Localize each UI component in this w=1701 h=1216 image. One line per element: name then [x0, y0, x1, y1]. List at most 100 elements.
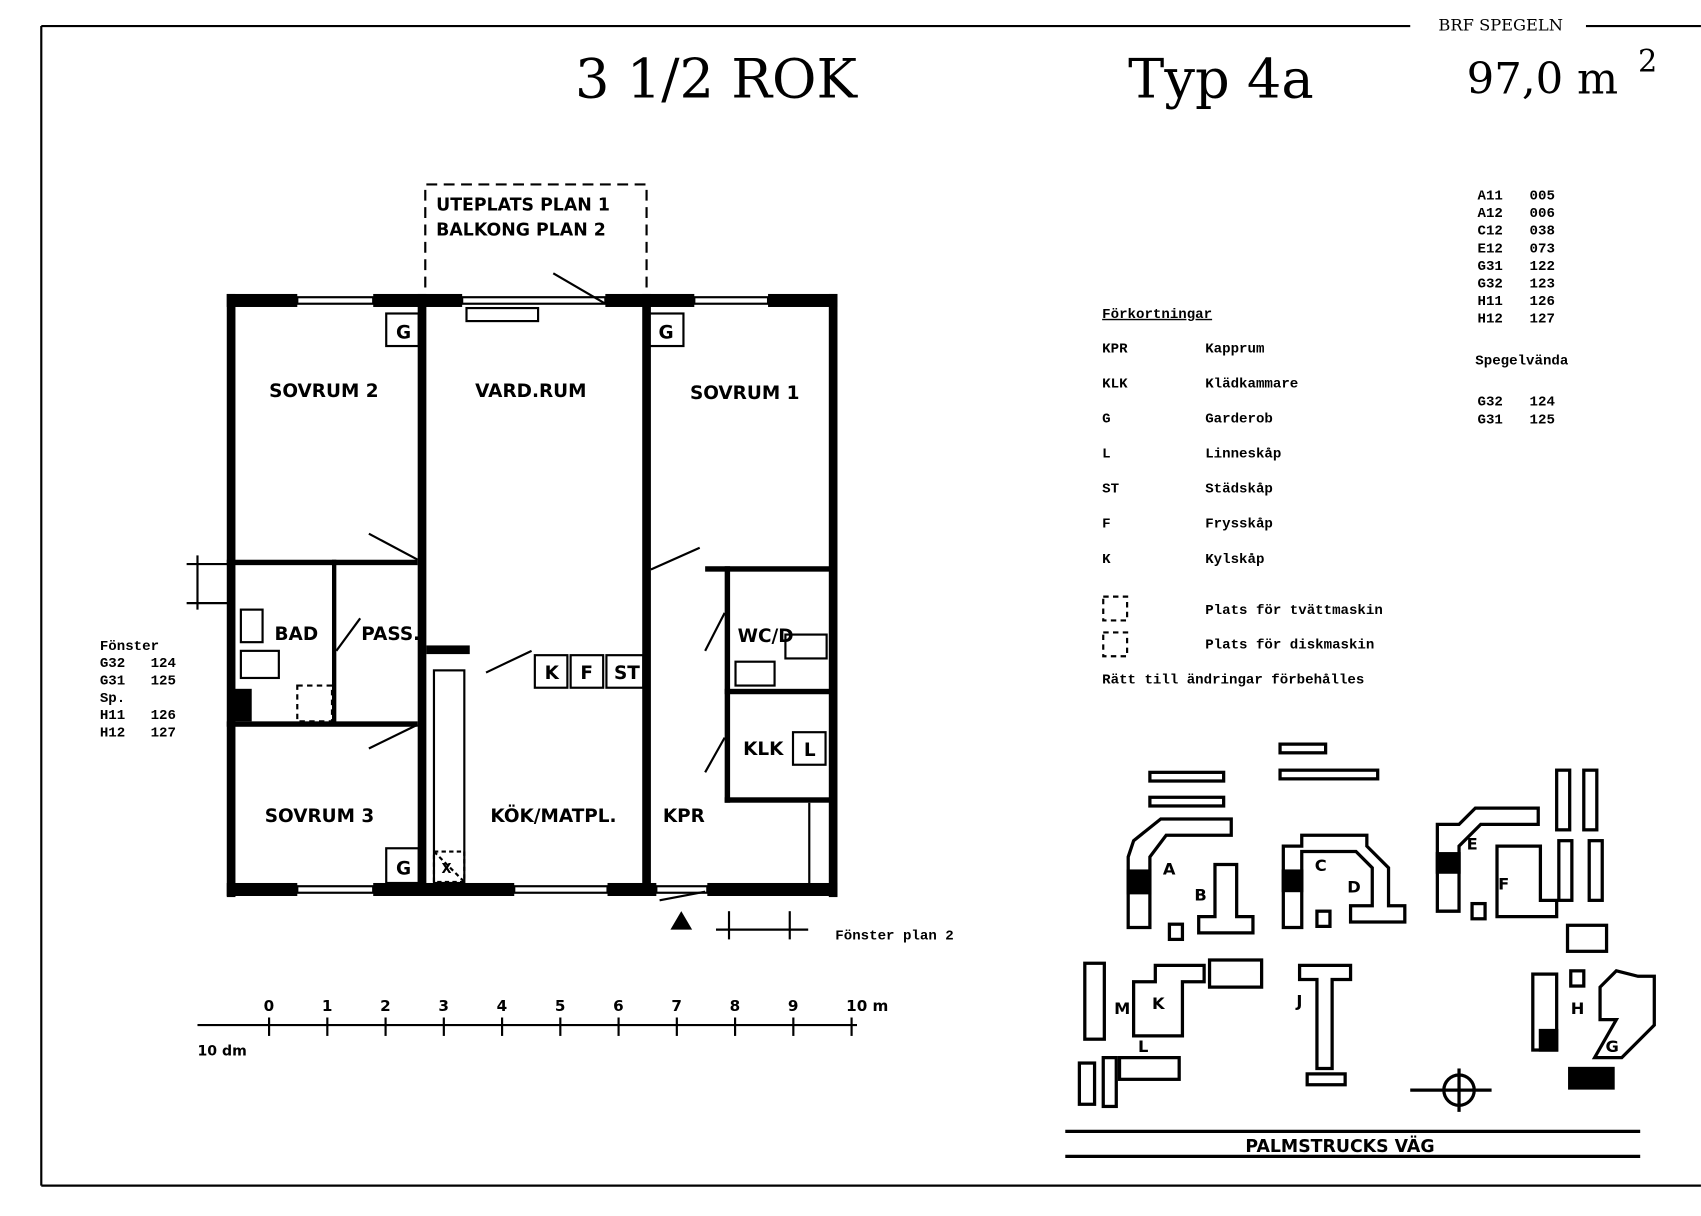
legend-text: Kapprum: [1205, 342, 1264, 358]
site-plan: [1065, 742, 1656, 1158]
window-codes-title: Fönster: [100, 639, 159, 655]
code-number: 073: [1530, 241, 1555, 257]
legend-text: Linneskåp: [1205, 447, 1281, 463]
site-building-label: L: [1138, 1037, 1148, 1056]
mirrored-code-number: 125: [1530, 412, 1555, 428]
scale-tick-label: 5: [555, 997, 566, 1015]
closet-g-3: G: [396, 858, 411, 879]
dishwasher-mark: X: [442, 862, 452, 877]
window-codes-left: Fönster G32 124 G31 125 Sp. H11 126 H12 …: [100, 639, 177, 742]
code-number: 005: [1530, 189, 1555, 205]
site-building-label: F: [1498, 874, 1509, 893]
north-entrance-arrow-icon: [670, 911, 693, 930]
legend-abbr: KPR: [1102, 342, 1128, 358]
room-kok: KÖK/MATPL.: [490, 805, 616, 827]
code-id: H11: [1477, 294, 1502, 310]
closet-g-1: G: [396, 322, 411, 343]
legend-text: Frysskåp: [1205, 517, 1273, 533]
scale-tick-label: 1: [322, 997, 333, 1015]
legend-text: Klädkammare: [1205, 377, 1298, 393]
walls: [226, 293, 838, 898]
closet-f: F: [580, 663, 593, 684]
site-building-label: D: [1347, 878, 1361, 897]
scale-tick-label: 9: [788, 997, 799, 1015]
room-sovrum-2: SOVRUM 2: [269, 381, 379, 402]
terrace-label-2: BALKONG PLAN 2: [436, 220, 606, 240]
closet-l: L: [804, 740, 816, 761]
code-number: 126: [1530, 294, 1555, 310]
scale-tick-label: 6: [613, 997, 624, 1015]
legend-text: Kylskåp: [1205, 552, 1264, 568]
site-building-label: G: [1605, 1037, 1618, 1056]
closet-k: K: [545, 663, 560, 684]
fixtures: [239, 312, 828, 885]
apartment-size-title: 3 1/2 ROK: [575, 48, 858, 111]
window-code: H11 126: [100, 708, 176, 724]
code-id: H12: [1477, 312, 1502, 328]
site-building-label: K: [1152, 994, 1166, 1013]
closet-g-2: G: [659, 322, 674, 343]
legend-abbr: F: [1102, 517, 1110, 533]
site-building-label: J: [1295, 992, 1302, 1011]
scale-tick-label: 3: [438, 997, 449, 1015]
code-id: A11: [1477, 189, 1502, 205]
room-wc: WC/D: [738, 626, 794, 647]
apartment-area: 97,0 m: [1467, 54, 1619, 104]
room-sovrum-3: SOVRUM 3: [265, 806, 374, 827]
site-building-label: B: [1194, 885, 1206, 904]
window-code: G32 124: [100, 656, 177, 672]
room-pass: PASS.: [361, 624, 420, 645]
room-kpr: KPR: [663, 806, 705, 827]
code-number: 038: [1530, 224, 1555, 240]
washer-symbol-icon: [1102, 595, 1129, 622]
scale-tick-label: 7: [671, 997, 682, 1015]
legend-note: Rätt till ändringar förbehålles: [1102, 672, 1364, 688]
windows: [296, 296, 770, 894]
room-klk: KLK: [743, 739, 784, 760]
site-building-label: M: [1114, 999, 1130, 1018]
mirrored-title: Spegelvända: [1475, 353, 1569, 369]
room-bad: BAD: [275, 624, 319, 645]
legend-text: Garderob: [1205, 412, 1273, 428]
closet-st: ST: [614, 663, 640, 684]
legend-abbr: KLK: [1102, 377, 1128, 393]
code-id: G31: [1477, 259, 1502, 275]
legend-abbr: ST: [1102, 482, 1119, 498]
window-code: H12 127: [100, 726, 176, 742]
window-code: G31 125: [100, 673, 176, 689]
brand-label: BRF SPEGELN: [1438, 15, 1563, 34]
area-superscript: 2: [1638, 45, 1657, 80]
code-id: C12: [1477, 224, 1502, 240]
code-id: G32: [1477, 276, 1502, 292]
scale-sub-label: 10 dm: [197, 1043, 246, 1059]
apartment-type: Typ 4a: [1128, 48, 1314, 111]
site-building-label: H: [1571, 999, 1585, 1018]
dimension-marks: [186, 555, 809, 940]
legend-text: Städskåp: [1205, 482, 1273, 498]
room-vardagsrum: VARD.RUM: [475, 381, 586, 402]
scale-tick-label: 10 m: [846, 997, 888, 1015]
code-number: 127: [1530, 312, 1555, 328]
door-swings: [335, 272, 811, 902]
scale-tick-label: 4: [497, 997, 508, 1015]
legend-abbr: L: [1102, 447, 1110, 463]
code-id: A12: [1477, 206, 1502, 222]
dishwasher-symbol-icon: [1102, 631, 1129, 658]
legend-washer: Plats för tvättmaskin: [1205, 603, 1383, 619]
scale-tick-label: 0: [264, 997, 275, 1015]
site-building-label: E: [1467, 834, 1478, 853]
code-number: 122: [1530, 259, 1555, 275]
legend-dishwasher: Plats för diskmaskin: [1205, 638, 1374, 654]
window-code-sp: Sp.: [100, 691, 125, 707]
legend-title: Förkortningar: [1102, 307, 1212, 323]
terrace-label-1: UTEPLATS PLAN 1: [436, 195, 610, 215]
street-name: PALMSTRUCKS VÄG: [1245, 1135, 1434, 1157]
room-sovrum-1: SOVRUM 1: [690, 383, 800, 404]
site-building-label: A: [1163, 859, 1176, 878]
window-plan-2-label: Fönster plan 2: [835, 928, 953, 944]
code-id: E12: [1477, 241, 1502, 257]
